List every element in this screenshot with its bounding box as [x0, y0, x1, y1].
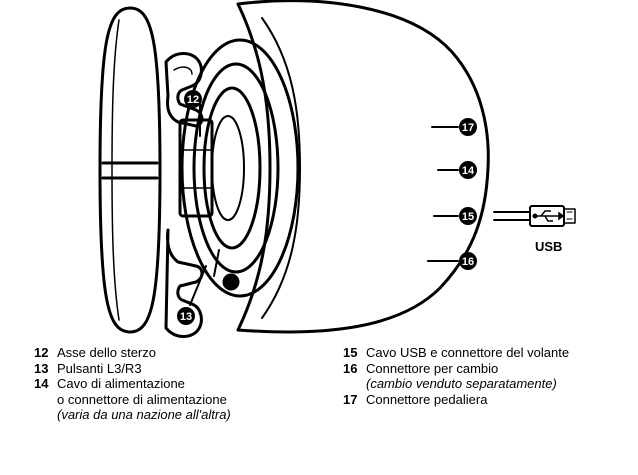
legend-note: (cambio venduto separatamente): [366, 376, 557, 391]
legend-text: o connettore di alimentazione: [57, 391, 227, 407]
svg-text:13: 13: [180, 311, 192, 323]
svg-text:12: 12: [187, 94, 199, 106]
legend-number: 14: [34, 376, 49, 391]
svg-text:14: 14: [462, 165, 475, 177]
legend-item-14: 14 Cavo di alimentazione o connettore di…: [34, 376, 231, 423]
paddle-shifter-top: [164, 52, 204, 128]
callout-17: 17: [459, 118, 477, 136]
legend-item-13: 13 Pulsanti L3/R3: [34, 361, 231, 377]
callout-12: 12: [184, 90, 202, 108]
svg-text:16: 16: [462, 256, 474, 268]
paddle-shifter-bottom: [164, 228, 204, 338]
wheel-rim-inner: [111, 19, 120, 321]
callout-13: 13: [177, 307, 195, 325]
legend-number: 17: [343, 391, 358, 407]
callout-16: 16: [459, 252, 477, 270]
callout-14: 14: [459, 161, 477, 179]
button-l3-r3: [222, 273, 240, 291]
base-body: [236, 0, 490, 334]
hub-ring-inner: [202, 86, 262, 250]
legend-number: 15: [343, 345, 358, 360]
legend-number: 13: [34, 360, 49, 376]
wheel-rim: [98, 6, 162, 334]
steering-wheel-side-diagram: 12 13 17 14 15 16 USB: [98, 0, 576, 338]
legend-text: Connettore per cambio: [366, 360, 499, 376]
legend-item-17: 17 Connettore pedaliera: [343, 392, 569, 408]
legend-number: 16: [343, 360, 358, 376]
legend-item-15: 15 Cavo USB e connettore del volante: [343, 345, 569, 361]
legend-text: Pulsanti L3/R3: [57, 360, 142, 376]
legend-left: 12 Asse dello sterzo 13 Pulsanti L3/R3 1…: [34, 345, 231, 423]
usb-symbol-icon: [532, 210, 565, 222]
legend-text: Cavo USB e connettore del volante: [366, 345, 570, 360]
svg-text:15: 15: [462, 211, 474, 223]
legend-text: Connettore pedaliera: [366, 391, 488, 407]
legend-text: Asse dello sterzo: [57, 345, 156, 360]
usb-connector-tip: [563, 208, 576, 224]
usb-label: USB: [535, 239, 562, 254]
legend-item-12: 12 Asse dello sterzo: [34, 345, 231, 361]
legend-right: 15 Cavo USB e connettore del volante 16 …: [343, 345, 569, 407]
legend-text: Cavo di alimentazione: [57, 376, 185, 391]
callout-15: 15: [459, 207, 477, 225]
legend-note: (varia da una nazione all'altra): [57, 407, 231, 422]
hub-ring-mid: [192, 62, 280, 274]
legend-item-16: 16 Connettore per cambio (cambio venduto…: [343, 361, 569, 392]
svg-text:17: 17: [462, 122, 474, 134]
legend-number: 12: [34, 345, 49, 360]
hub-ring-outer: [180, 38, 300, 298]
